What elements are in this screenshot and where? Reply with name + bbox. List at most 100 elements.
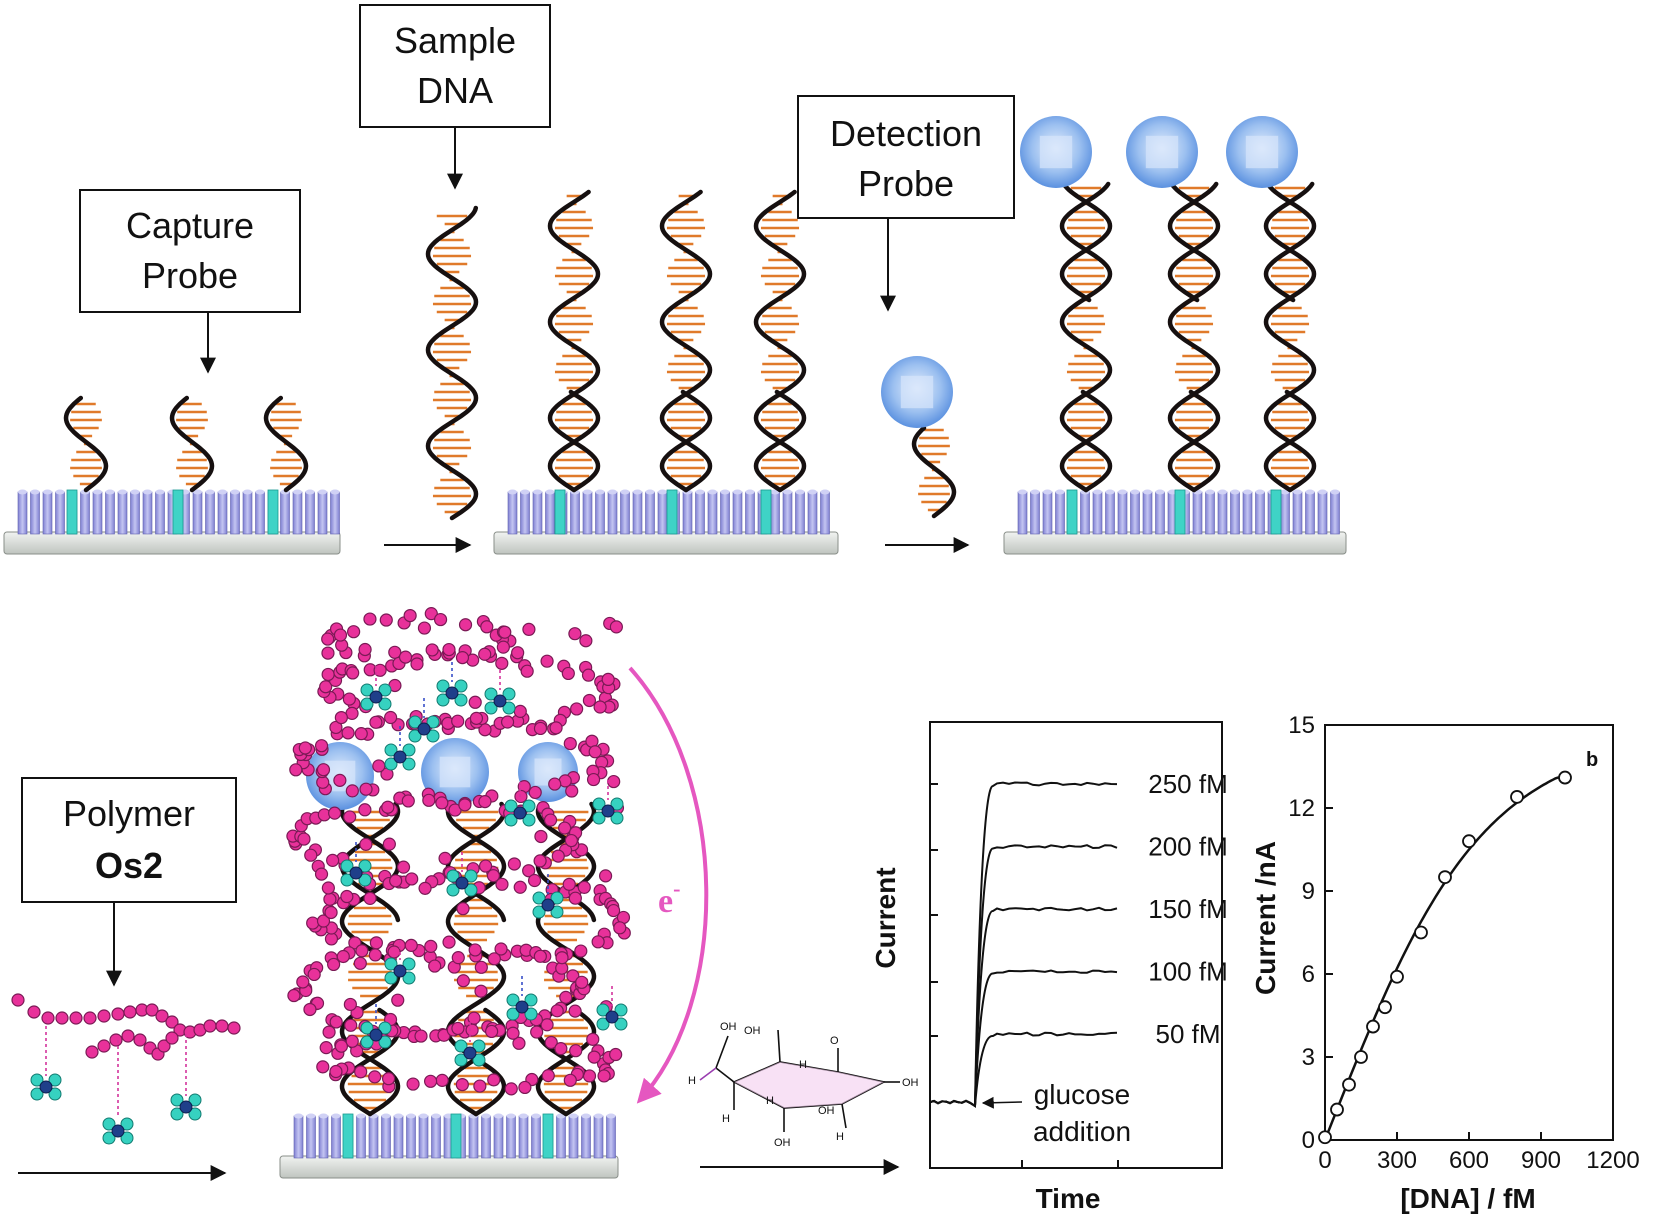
os-ligand <box>614 1017 628 1031</box>
polymer-bead <box>582 693 597 708</box>
os-ligand <box>102 1117 116 1131</box>
polymer-bead <box>109 1033 123 1047</box>
monolayer-rod <box>1242 491 1253 535</box>
monolayer-rod <box>795 491 805 535</box>
monolayer-rod <box>582 491 593 535</box>
glucose-structure: OH OH H O H H OH H OH H OH <box>688 1021 919 1149</box>
os-ligand <box>502 687 516 701</box>
monolayer-rod <box>1130 491 1140 535</box>
polymer-bead <box>570 702 584 716</box>
polymer-bead <box>389 874 403 888</box>
polymer-bead <box>27 1005 41 1019</box>
dna-helix <box>63 395 109 493</box>
polymer-bead <box>359 837 373 851</box>
monolayer-rod <box>1280 491 1290 535</box>
electrode <box>493 489 839 555</box>
monolayer-rod <box>632 491 643 535</box>
polymer-bead <box>327 957 341 972</box>
monolayer-rod-cap <box>30 489 40 495</box>
polymer-bead <box>480 620 494 634</box>
linker <box>542 1113 554 1159</box>
os-ligand <box>170 1093 184 1107</box>
monolayer-rod-cap <box>508 489 517 495</box>
monolayer-rod-cap <box>394 1113 403 1119</box>
polymer-bead <box>582 1069 597 1083</box>
os-complex <box>340 859 372 887</box>
chart-b-frame <box>1324 724 1614 1141</box>
dna-helix <box>659 189 713 493</box>
polymer-bead <box>358 803 372 817</box>
os-ligand <box>120 1117 134 1131</box>
monolayer-rod-cap <box>319 1113 328 1119</box>
polymer-bead <box>307 967 321 982</box>
monolayer-rod <box>105 491 115 535</box>
monolayer-rod <box>820 491 830 535</box>
chart-b-y-tick-label: 9 <box>1302 878 1315 905</box>
electrode <box>1003 489 1347 555</box>
os-ligand <box>436 679 450 693</box>
os-ligand <box>550 891 564 905</box>
dna-complement-strand <box>1263 389 1317 493</box>
monolayer-rod-cap <box>506 1113 516 1119</box>
linker <box>554 489 566 535</box>
monolayer-rod <box>17 491 28 535</box>
monolayer-rod-cap <box>783 489 792 495</box>
monolayer-rod-cap <box>720 489 730 495</box>
polymer-bead <box>568 1004 582 1018</box>
polymer-bead <box>410 657 424 671</box>
sphere-highlight <box>1039 135 1073 169</box>
polymer-bead <box>424 607 438 621</box>
polymer-layer <box>11 607 631 1145</box>
polymer-bead <box>418 881 432 895</box>
os-ligand <box>446 869 460 883</box>
polymer-bead <box>368 948 382 962</box>
polymer-bead <box>358 642 372 657</box>
polymer-bead <box>563 736 577 751</box>
os-ligand <box>408 729 422 743</box>
os-ligand <box>426 715 440 729</box>
polymer-bead <box>522 864 536 878</box>
os-center <box>455 876 469 890</box>
os-center <box>513 806 527 820</box>
os-ligand <box>454 1039 468 1053</box>
polymer-bead <box>498 625 512 639</box>
polymer-bead <box>522 622 536 636</box>
polymer-bead <box>555 951 569 965</box>
os-complex <box>532 891 564 919</box>
chart-b-point <box>1510 790 1524 804</box>
os-ligand <box>506 993 520 1007</box>
polymer-bead <box>564 833 578 848</box>
monolayer-rod <box>1030 491 1040 535</box>
dna-helix <box>1263 181 1317 493</box>
os-complex <box>446 869 478 897</box>
polymer-bead <box>381 800 395 814</box>
polymer-bead <box>353 956 367 970</box>
monolayer-rod-cap <box>1143 489 1152 495</box>
chart-b-point <box>1438 870 1452 885</box>
polymer-bead <box>346 666 360 680</box>
polymer-bead <box>533 854 547 868</box>
os-ligand <box>188 1107 202 1121</box>
os-ligand <box>504 813 518 827</box>
polymer-bead <box>328 806 342 820</box>
chart-a-series-label: 150 fM <box>1148 894 1228 924</box>
os-ligand <box>48 1073 62 1087</box>
dna-strand <box>1059 181 1113 493</box>
monolayer-rod <box>1192 491 1203 535</box>
polymer-bead <box>388 645 402 659</box>
polymer-bead <box>469 711 484 725</box>
electrode <box>279 1113 619 1179</box>
monolayer-rod-cap <box>733 489 742 495</box>
polymer-bead <box>289 763 303 777</box>
polymer-bead <box>494 942 508 956</box>
polymer-bead <box>403 609 417 623</box>
monolayer-rod <box>418 1115 429 1159</box>
polymer-bead <box>586 1032 600 1046</box>
monolayer-rod <box>155 491 165 535</box>
electron-transfer-arrow <box>628 666 709 1104</box>
chart-b-y-tick-label: 6 <box>1302 961 1315 988</box>
monolayer-rod-cap <box>594 1113 603 1119</box>
polymer-bead <box>514 789 528 804</box>
polymer-bead <box>467 1011 481 1025</box>
